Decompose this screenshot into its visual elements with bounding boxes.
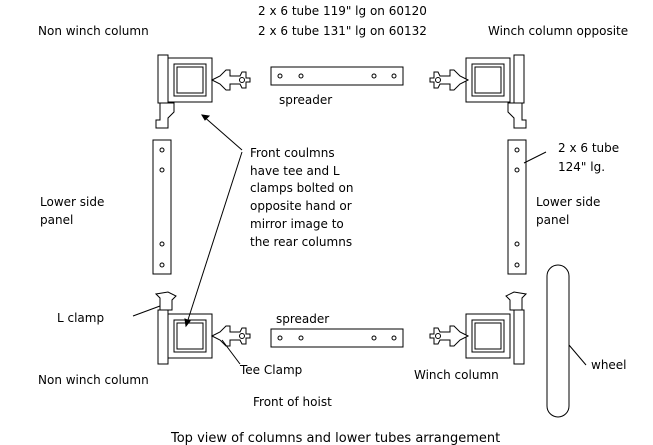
label-lower-side-panel-right-1: Lower side — [536, 195, 600, 209]
label-tee-clamp: Tee Clamp — [239, 363, 302, 377]
leader-tube-124 — [523, 151, 547, 164]
spreader-top — [270, 66, 404, 86]
label-l-clamp: L clamp — [57, 311, 104, 325]
column-top-left — [155, 54, 251, 129]
leader-tee-clamp — [221, 339, 241, 365]
l-clamp-bottom-right-head — [505, 291, 528, 311]
label-spreader-top: spreader — [279, 93, 332, 107]
label-winch-column: Winch column — [414, 368, 499, 382]
leader-lines — [132, 114, 587, 366]
l-clamp-top-left-foot — [155, 102, 175, 129]
column-bottom-right — [429, 291, 528, 365]
label-tube-124-line1: 2 x 6 tube — [558, 141, 619, 155]
label-front-note-2: have tee and L — [250, 164, 340, 178]
wheel-shape — [546, 264, 570, 418]
label-lower-side-panel-right-2: panel — [536, 213, 569, 227]
label-front-note-1: Front coulmns — [250, 146, 335, 160]
label-tube-124-line2: 124" lg. — [558, 160, 605, 174]
label-lower-side-panel-left-1: Lower side — [40, 195, 104, 209]
lower-side-panel-left — [152, 139, 172, 275]
l-clamp-top-right-flange — [513, 54, 525, 104]
l-clamp-top-left-flange — [157, 54, 169, 104]
l-clamp-bottom-right-flange — [513, 309, 525, 365]
label-winch-column-opposite: Winch column opposite — [488, 24, 628, 38]
leader-wheel — [568, 344, 587, 366]
column-top-right — [429, 54, 527, 129]
leader-front-to-top-left — [201, 114, 243, 151]
label-front-note-4: opposite hand or — [250, 199, 352, 213]
lower-side-panel-right — [507, 139, 527, 275]
label-lower-side-panel-left-2: panel — [40, 213, 73, 227]
label-tube-spec-line1: 2 x 6 tube 119" lg on 60120 — [258, 4, 427, 18]
column-bottom-left — [154, 291, 251, 365]
diagram-caption: Top view of columns and lower tubes arra… — [170, 431, 500, 445]
leader-l-clamp — [132, 305, 161, 317]
label-front-note-3: clamps bolted on — [250, 181, 353, 195]
spreader-bottom — [270, 328, 404, 348]
label-front-note-5: mirror image to — [250, 217, 344, 231]
label-non-winch-column-bottom: Non winch column — [38, 373, 149, 387]
l-clamp-top-right-foot — [507, 102, 527, 129]
label-non-winch-column-top: Non winch column — [38, 24, 149, 38]
l-clamp-bottom-left-head — [154, 291, 177, 311]
leader-front-to-bottom-left — [185, 151, 243, 327]
l-clamp-bottom-left-flange — [157, 309, 169, 365]
label-front-of-hoist: Front of hoist — [253, 395, 332, 409]
label-front-note-6: the rear columns — [250, 235, 352, 249]
label-wheel: wheel — [591, 358, 627, 372]
label-tube-spec-line2: 2 x 6 tube 131" lg on 60132 — [258, 24, 427, 38]
label-spreader-bottom: spreader — [276, 312, 329, 326]
